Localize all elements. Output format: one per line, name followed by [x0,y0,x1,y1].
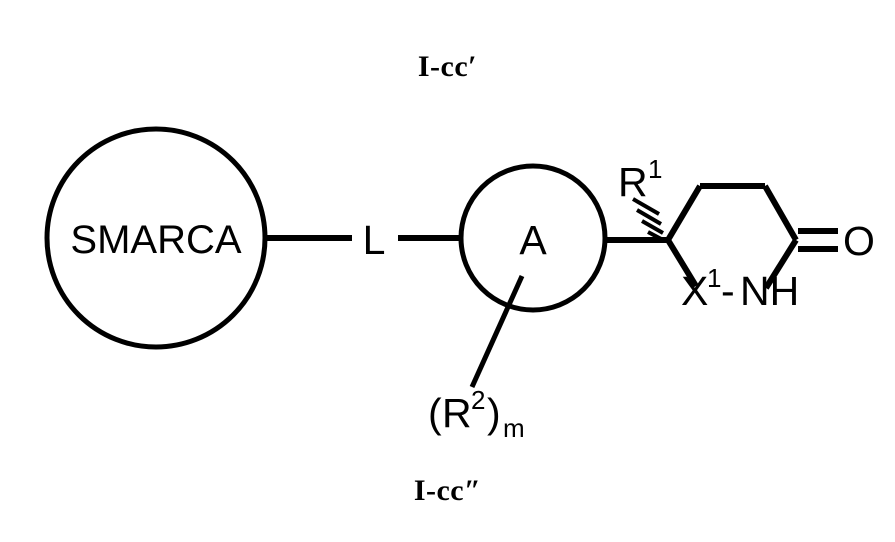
bond-ring-a-to-r2 [469,274,525,389]
x1-superscript: 1 [707,263,721,293]
top-formula-label: I-cc′ [417,50,478,83]
linker-label: L [363,217,386,263]
r2-base: R [442,390,472,436]
hashed-wedge-bond-to-r1 [632,197,666,243]
hash-mark [647,230,666,243]
hash-mark [641,219,664,235]
ring-a-group: A [458,163,608,313]
r1-superscript: 1 [648,154,662,184]
r1-base: R [618,159,648,205]
r2-substituent-label: ( R 2 ) m [428,385,525,443]
r1-substituent-label: R 1 [618,154,662,205]
smarca-label: SMARCA [70,218,241,262]
carbonyl-oxygen-label: O [843,218,875,264]
r2-open-paren: ( [428,390,442,436]
bond-carbonyl-to-nh [763,238,799,290]
ring-a-label: A [519,217,547,263]
lactam-ring-bonds [665,183,799,290]
r2-close-paren: ) [487,390,501,436]
hash-mark [632,197,660,216]
hash-mark [635,208,663,226]
bond-stereocenter-to-x1 [665,238,699,288]
x1-nh-label-group: X 1 - NH [681,263,799,314]
carbonyl-double-bond [798,228,838,252]
r2-superscript: 2 [471,385,485,415]
bond-stereocenter-to-ch2a [665,184,703,242]
bond-ch2b-to-carbonyl [762,184,799,242]
amide-nh-label: NH [740,268,799,314]
x1-base: X [681,268,708,314]
bottom-formula-label: I-cc″ [413,474,482,507]
x1-nh-bond-dash: - [721,268,735,314]
r2-subscript-m: m [503,413,525,443]
smarca-group: SMARCA [44,126,268,350]
